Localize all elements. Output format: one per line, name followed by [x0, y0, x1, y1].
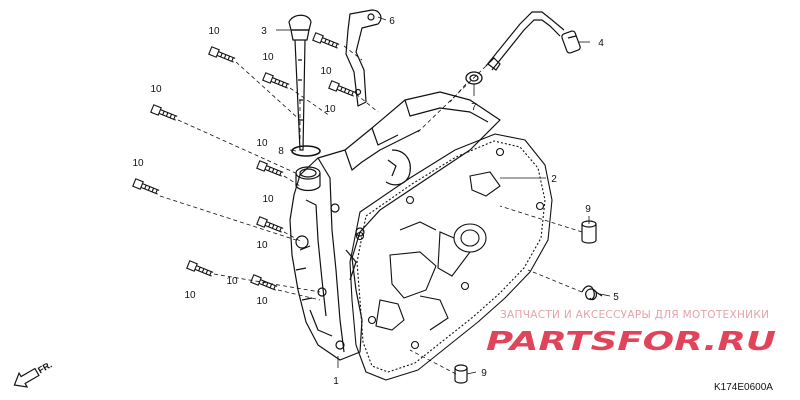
- crankcase-cover: [289, 91, 501, 361]
- callout-10-e: 10: [150, 84, 162, 95]
- bolt: [256, 216, 284, 233]
- callout-1: 1: [333, 376, 339, 387]
- oil-dipstick: [288, 14, 312, 151]
- fr-label: FR.: [36, 359, 54, 375]
- callout-10-k: 10: [184, 290, 196, 301]
- bolt: [262, 72, 290, 89]
- callout-9-upper: 9: [585, 204, 591, 215]
- gasket: [349, 133, 553, 381]
- bolts: [132, 32, 356, 291]
- bolt: [256, 160, 284, 177]
- callout-10-i: 10: [256, 240, 268, 251]
- callout-4: 4: [598, 38, 604, 49]
- watermark: ЗАПЧАСТИ И АКСЕССУАРЫ ДЛЯ МОТОТЕХНИКИ PA…: [486, 309, 776, 357]
- callout-10-c: 10: [320, 66, 332, 77]
- callout-10-h: 10: [262, 194, 274, 205]
- bolt: [150, 104, 178, 121]
- dowel-pin-lower: [454, 364, 468, 384]
- callout-10-a: 10: [208, 26, 220, 37]
- callout-10-f: 10: [256, 138, 268, 149]
- callout-10-d: 10: [324, 104, 336, 115]
- callout-3: 3: [261, 26, 267, 37]
- callout-9-lower: 9: [481, 368, 487, 379]
- watermark-logo: PARTSFOR.RU: [486, 327, 776, 357]
- bolt: [250, 274, 278, 291]
- breather-tube: [485, 11, 581, 71]
- o-ring: [291, 145, 321, 157]
- diagram-code: K174E0600A: [714, 382, 773, 393]
- callout-10-g: 10: [132, 158, 144, 169]
- bolt: [132, 178, 160, 195]
- callout-10-j: 10: [226, 276, 238, 287]
- bearing-housing: [375, 171, 501, 331]
- leader-lines: [276, 16, 611, 375]
- callouts: 3 6 4 7 8 2 9 5 9 1 10 10 10 10 10 10 10…: [132, 16, 619, 387]
- assembly-lines: [159, 45, 583, 375]
- spring: [581, 285, 603, 301]
- callout-6: 6: [389, 16, 395, 27]
- bracket: [345, 9, 382, 107]
- bolt: [328, 80, 356, 97]
- watermark-tagline: ЗАПЧАСТИ И АКСЕССУАРЫ ДЛЯ МОТОТЕХНИКИ: [500, 309, 769, 321]
- callout-5: 5: [613, 292, 619, 303]
- front-direction-arrow: FR.: [13, 359, 54, 388]
- callout-10-l: 10: [256, 296, 268, 307]
- bolt: [208, 46, 236, 63]
- bolt: [312, 32, 340, 49]
- bolt: [186, 260, 214, 277]
- callout-8: 8: [278, 146, 284, 157]
- callout-7: 7: [471, 102, 477, 113]
- dowel-pin-upper: [581, 220, 597, 244]
- callout-10-b: 10: [262, 52, 274, 63]
- callout-2: 2: [551, 174, 557, 185]
